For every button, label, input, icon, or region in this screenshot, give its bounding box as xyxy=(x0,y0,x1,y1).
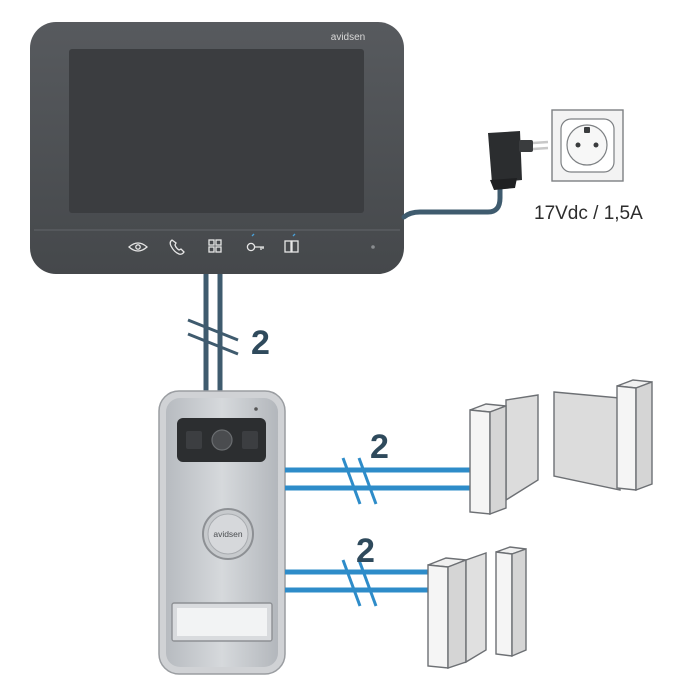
gate-cable: 2 xyxy=(285,428,470,505)
monitor-button-bar xyxy=(128,233,299,255)
wire-count-mark xyxy=(357,559,378,607)
power-spec-label: 17Vdc / 1,5A xyxy=(534,203,643,224)
wall-socket xyxy=(551,109,624,182)
door-post-side xyxy=(447,558,467,669)
monitor-microphone xyxy=(371,245,375,249)
ir-led-left xyxy=(186,431,202,449)
gate-icon[interactable] xyxy=(284,233,299,253)
bus-wire-count-label: 2 xyxy=(251,324,270,362)
gate-post-left-front xyxy=(469,409,491,515)
indoor-monitor: avidsen xyxy=(30,22,404,274)
outdoor-door-station: avidsen xyxy=(158,390,286,675)
gate-post-left-side xyxy=(489,404,507,516)
gate-post-right-side xyxy=(635,380,653,492)
ir-led-right xyxy=(242,431,258,449)
wire-count-mark xyxy=(187,332,239,356)
door-station-brand-logo: avidsen xyxy=(213,529,243,539)
power-supply: 17Vdc / 1,5A xyxy=(401,109,643,224)
name-tag xyxy=(177,608,267,636)
door-leaf xyxy=(465,552,487,664)
power-adapter xyxy=(488,131,549,190)
power-cable xyxy=(401,183,503,220)
grid-icon[interactable] xyxy=(208,239,222,253)
door-post-front xyxy=(427,564,449,669)
monitor-brand-logo: avidsen xyxy=(331,32,365,43)
bus-cable: 2 xyxy=(187,274,270,392)
camera-lens xyxy=(211,429,233,451)
swing-gate xyxy=(469,379,653,516)
door-station-microphone xyxy=(254,407,258,411)
wire-count-mark xyxy=(341,457,362,505)
wire-count-mark xyxy=(341,559,362,607)
lock-cable: 2 xyxy=(285,532,428,607)
door-post-2-side xyxy=(511,548,527,658)
door-post-2-front xyxy=(495,551,513,657)
wire-count-mark xyxy=(187,318,239,342)
gate-leaf-left xyxy=(505,394,539,502)
gate-wire-count-label: 2 xyxy=(370,428,389,466)
gate-leaf-right xyxy=(553,391,621,491)
phone-icon[interactable] xyxy=(169,239,185,255)
lock-wire-count-label: 2 xyxy=(356,532,375,570)
key-icon[interactable] xyxy=(246,233,264,252)
monitor-screen xyxy=(69,49,364,213)
eye-icon[interactable] xyxy=(128,242,148,252)
pedestrian-door xyxy=(427,546,527,669)
call-button-inner xyxy=(207,513,249,555)
wire-count-mark xyxy=(357,457,378,505)
gate-post-right-front xyxy=(616,385,637,491)
